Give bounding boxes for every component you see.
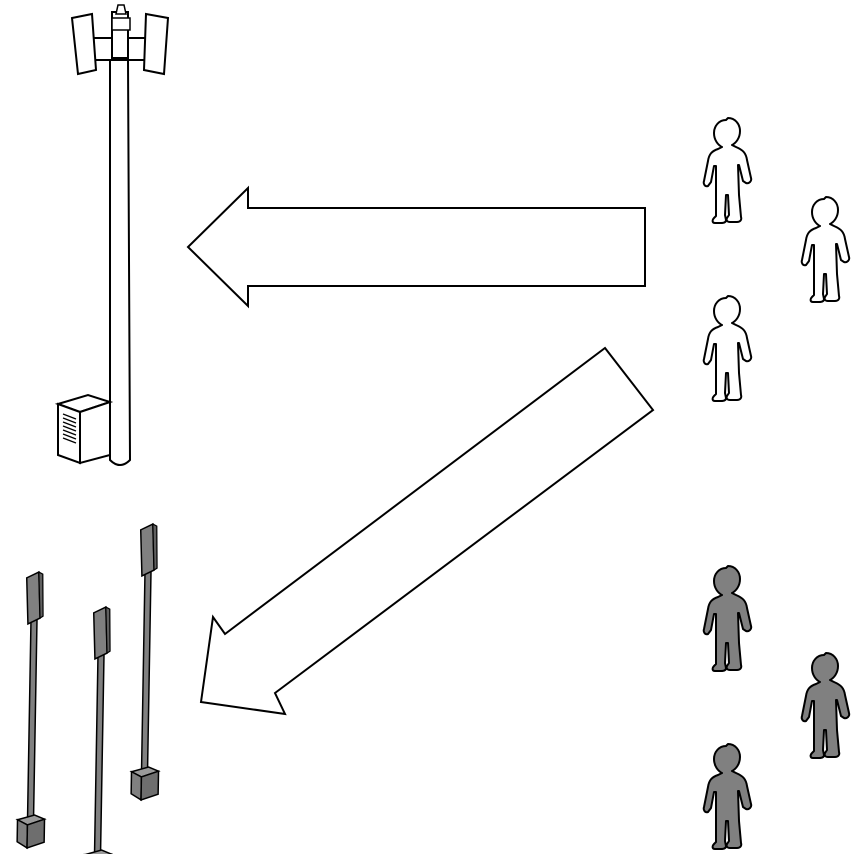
person-filled-icon — [802, 653, 849, 758]
users-group-bottom — [704, 566, 849, 849]
person-outline-icon — [802, 197, 849, 302]
person-filled-icon — [704, 566, 751, 671]
equipment-cabinet-icon — [58, 395, 110, 463]
person-outline-icon — [704, 118, 751, 223]
small-cell-pole-icon — [131, 524, 163, 800]
small-cell-poles — [17, 524, 163, 854]
person-filled-icon — [704, 744, 751, 849]
arrow-users-to-small-cells — [201, 348, 653, 714]
small-cell-pole-icon — [17, 572, 49, 848]
arrow-users-to-tower — [188, 188, 645, 306]
person-outline-icon — [704, 296, 751, 401]
users-group-top — [704, 118, 849, 401]
small-cell-pole-icon — [84, 607, 116, 854]
